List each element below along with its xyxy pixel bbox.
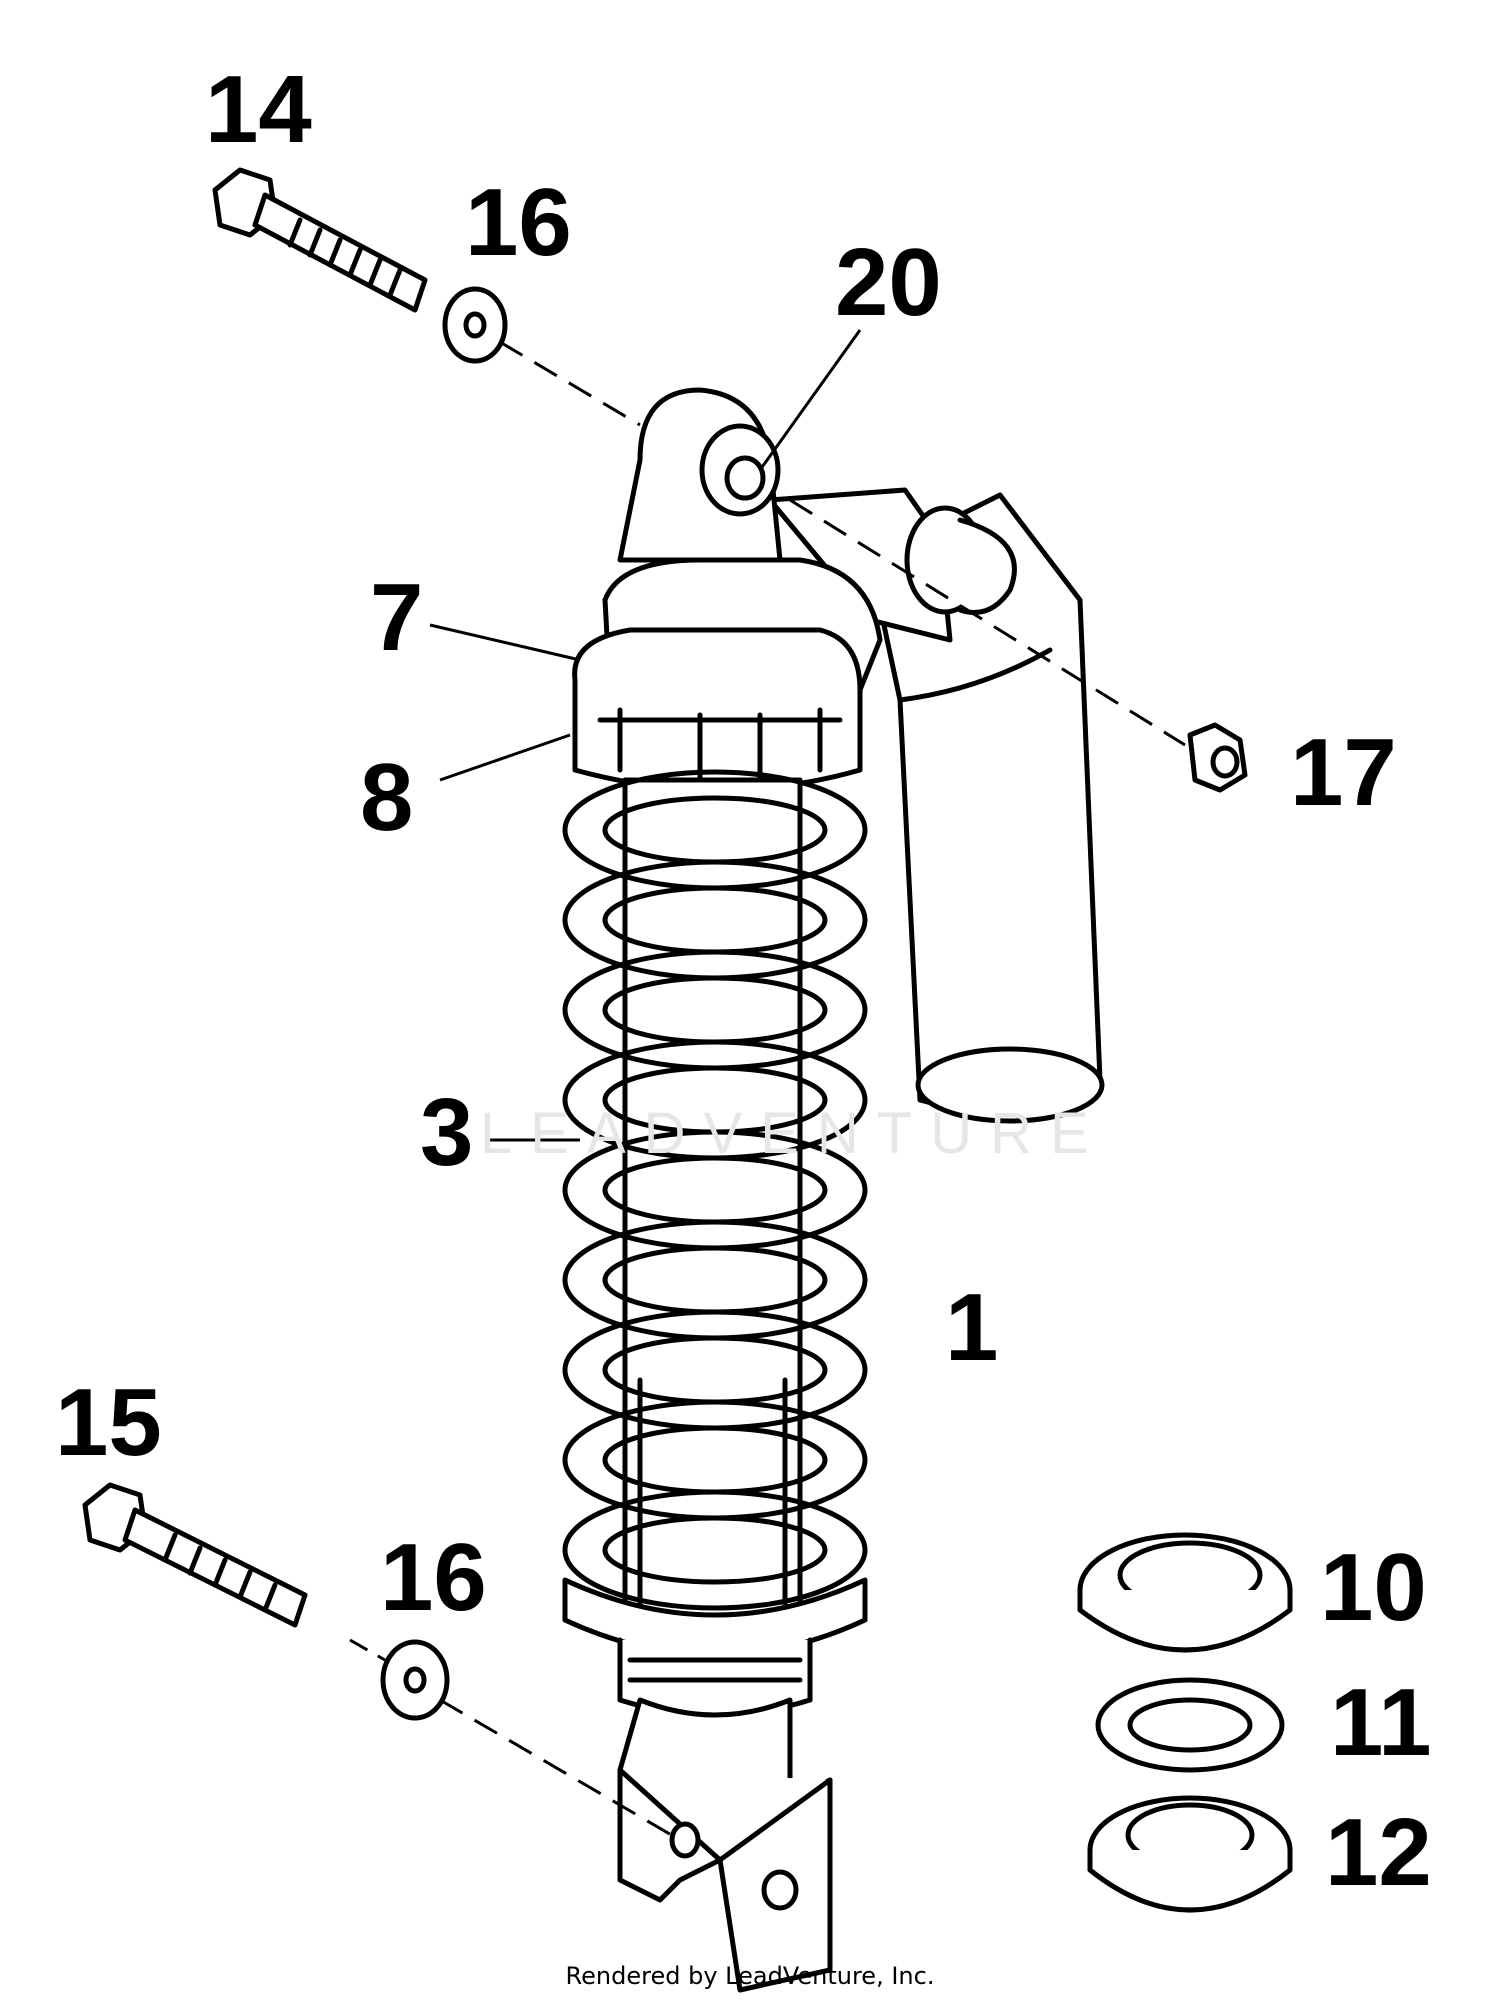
leader-lines (349, 329, 1186, 1842)
washer-11 (1095, 1677, 1285, 1773)
lower-clevis (617, 1697, 833, 1993)
watermark-text: LEADVENTURE (480, 1101, 1107, 1166)
label-part-14: 14 (205, 56, 312, 163)
label-part-16-top: 16 (465, 169, 572, 276)
nut-17 (1187, 722, 1248, 793)
washer-16-top (442, 286, 508, 364)
label-part-11: 11 (1330, 1669, 1432, 1776)
label-part-8: 8 (360, 744, 414, 851)
footer-credit: Rendered by LeadVenture, Inc. (565, 1962, 935, 1990)
label-part-17: 17 (1290, 719, 1397, 826)
label-part-15: 15 (55, 1369, 162, 1476)
bushing-12 (1087, 1795, 1293, 1913)
label-part-20: 20 (835, 229, 942, 336)
bolt-14 (212, 167, 428, 313)
label-part-7: 7 (370, 564, 424, 671)
label-part-1: 1 (945, 1274, 999, 1381)
coil-spring (562, 769, 868, 1611)
label-part-16-bottom: 16 (380, 1524, 487, 1631)
label-part-10: 10 (1320, 1534, 1427, 1641)
seal-10 (1077, 1532, 1293, 1653)
spring-collar (572, 627, 863, 793)
bolt-15 (82, 1482, 308, 1628)
label-part-3: 3 (420, 1079, 474, 1186)
label-part-12: 12 (1325, 1799, 1432, 1906)
washer-16-bottom (380, 1639, 450, 1721)
